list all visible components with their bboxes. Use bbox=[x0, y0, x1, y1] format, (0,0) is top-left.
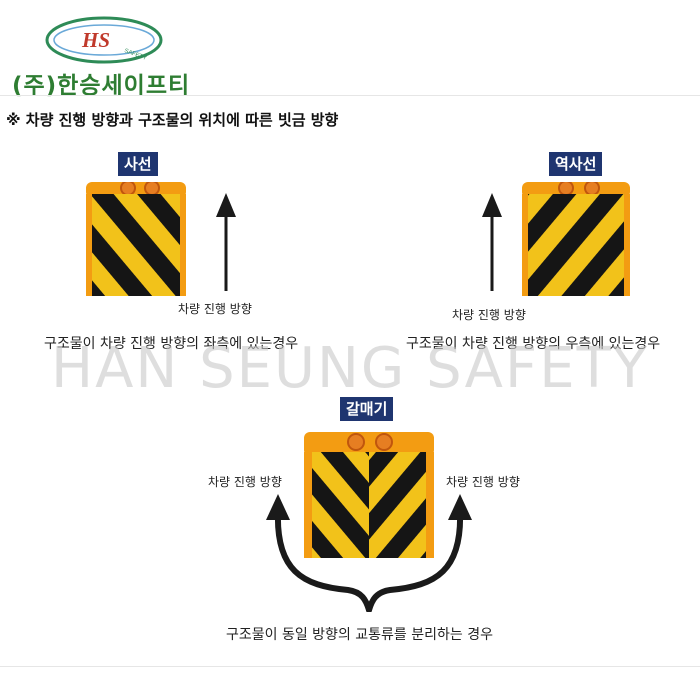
sasun-direction-label: 차량 진행 방향 bbox=[178, 302, 252, 316]
yeoksasun-description: 구조물이 차량 진행 방향의 우측에 있는경우 bbox=[406, 336, 661, 352]
section-title: ※ 차량 진행 방향과 구조물의 위치에 따른 빗금 방향 bbox=[6, 111, 339, 129]
label-galmaegi: 갈매기 bbox=[340, 397, 394, 421]
split-arrows-icon bbox=[266, 494, 472, 612]
logo-text: HS bbox=[81, 28, 110, 52]
sasun-post-image bbox=[80, 182, 190, 296]
yeoksasun-post-image bbox=[516, 182, 634, 296]
company-name: (주)한승세이프티 bbox=[12, 73, 191, 99]
galmaegi-post-image bbox=[304, 432, 434, 558]
galmaegi-direction-right-label: 차량 진행 방향 bbox=[446, 475, 520, 489]
label-yeoksasun: 역사선 bbox=[549, 152, 603, 176]
footer-divider bbox=[0, 666, 700, 667]
header-divider bbox=[0, 95, 700, 96]
arrow-up-icon bbox=[216, 193, 236, 291]
sasun-description: 구조물이 차량 진행 방향의 좌측에 있는경우 bbox=[44, 336, 299, 352]
galmaegi-direction-left-label: 차량 진행 방향 bbox=[208, 475, 282, 489]
galmaegi-description: 구조물이 동일 방향의 교통류를 분리하는 경우 bbox=[226, 627, 493, 643]
label-sasun: 사선 bbox=[118, 152, 158, 176]
yeoksasun-direction-label: 차량 진행 방향 bbox=[452, 308, 526, 322]
watermark-text: HAN SEUNG SAFETY bbox=[50, 336, 649, 401]
arrow-up-icon bbox=[482, 193, 502, 291]
company-logo: HS SAFETY bbox=[45, 16, 163, 64]
